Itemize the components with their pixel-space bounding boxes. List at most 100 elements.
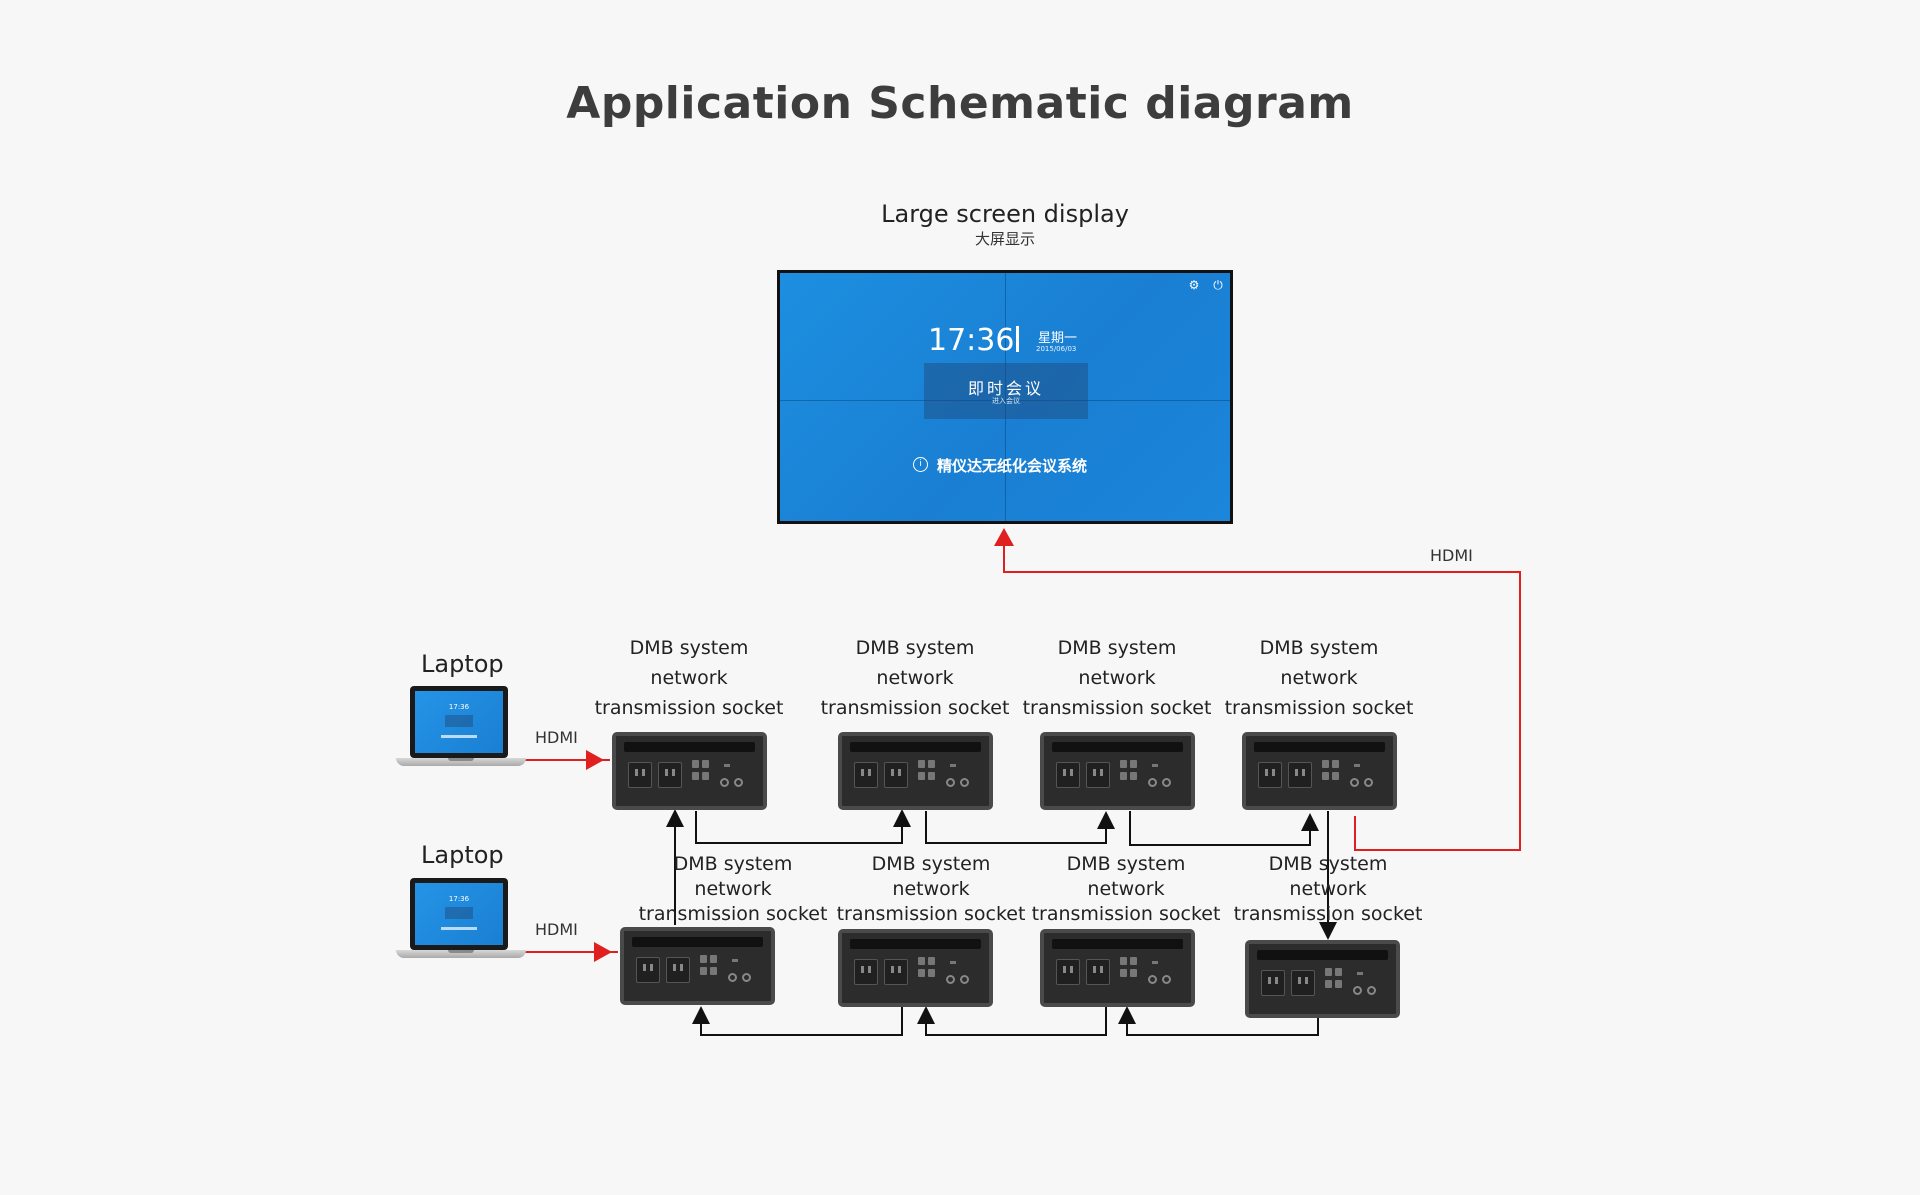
power-outlet bbox=[1086, 762, 1110, 788]
network-port bbox=[700, 967, 707, 975]
screen-time: 17:36 bbox=[928, 323, 1015, 358]
network-arrowhead bbox=[692, 1006, 710, 1024]
dmb-socket-top-2 bbox=[838, 732, 993, 810]
indicator-light bbox=[1357, 972, 1363, 975]
audio-jack bbox=[1162, 778, 1171, 787]
network-line bbox=[695, 811, 903, 844]
video-wall-seam bbox=[1005, 273, 1006, 521]
network-port bbox=[1332, 760, 1339, 768]
socket-slot bbox=[1052, 742, 1183, 752]
network-port bbox=[1120, 772, 1127, 780]
laptop-label: Laptop bbox=[421, 650, 504, 678]
network-port bbox=[918, 772, 925, 780]
network-port bbox=[1332, 772, 1339, 780]
network-port bbox=[918, 957, 925, 965]
power-outlet bbox=[884, 762, 908, 788]
network-line bbox=[1129, 811, 1311, 846]
screen-separator bbox=[1016, 326, 1019, 352]
network-line bbox=[925, 811, 1107, 844]
dmb-socket-top-3 bbox=[1040, 732, 1195, 810]
audio-jack bbox=[720, 778, 729, 787]
large-screen-display: ⚙ ⏻ 17:36 星期一 2015/06/03 即时会议 进入会议 i 精仪达… bbox=[777, 270, 1233, 524]
network-port bbox=[1120, 957, 1127, 965]
power-outlet bbox=[1258, 762, 1282, 788]
audio-jack bbox=[960, 975, 969, 984]
dmb-socket-bottom-2 bbox=[838, 929, 993, 1007]
network-line bbox=[925, 1005, 1107, 1036]
power-outlet bbox=[1056, 762, 1080, 788]
screen-date: 2015/06/03 bbox=[1036, 345, 1077, 353]
network-arrowhead bbox=[1319, 922, 1337, 940]
power-outlet bbox=[1288, 762, 1312, 788]
network-port bbox=[700, 955, 707, 963]
hdmi-label-display: HDMI bbox=[1430, 546, 1473, 565]
network-port bbox=[928, 969, 935, 977]
network-port bbox=[918, 969, 925, 977]
network-port bbox=[928, 957, 935, 965]
network-port bbox=[1335, 968, 1342, 976]
dmb-socket-top-1 bbox=[612, 732, 767, 810]
power-icon: ⏻ bbox=[1213, 278, 1223, 292]
audio-jack bbox=[734, 778, 743, 787]
dmb-socket-bottom-4 bbox=[1245, 940, 1400, 1018]
network-port bbox=[928, 772, 935, 780]
network-arrowhead bbox=[893, 809, 911, 827]
system-name-text: 精仪达无纸化会议系统 bbox=[937, 457, 1088, 475]
network-port bbox=[710, 967, 717, 975]
network-port bbox=[928, 760, 935, 768]
power-outlet bbox=[884, 959, 908, 985]
hdmi-arrowhead bbox=[594, 942, 612, 962]
power-outlet bbox=[1291, 970, 1315, 996]
network-port bbox=[1120, 760, 1127, 768]
network-line bbox=[700, 1005, 903, 1036]
display-label-en: Large screen display bbox=[881, 200, 1129, 228]
network-arrowhead bbox=[917, 1006, 935, 1024]
network-port bbox=[1322, 760, 1329, 768]
audio-jack bbox=[1148, 975, 1157, 984]
info-icon: i bbox=[913, 457, 928, 472]
network-port bbox=[1325, 980, 1332, 988]
dmb-socket-bottom-3 bbox=[1040, 929, 1195, 1007]
network-port bbox=[1130, 957, 1137, 965]
socket-slot bbox=[850, 939, 981, 949]
network-port bbox=[1325, 968, 1332, 976]
power-outlet bbox=[854, 762, 878, 788]
socket-slot bbox=[850, 742, 981, 752]
network-arrowhead bbox=[666, 809, 684, 827]
power-outlet bbox=[628, 762, 652, 788]
power-outlet bbox=[1261, 970, 1285, 996]
network-port bbox=[918, 760, 925, 768]
network-port bbox=[692, 760, 699, 768]
hdmi-line-display bbox=[1003, 542, 1521, 851]
socket-slot bbox=[1254, 742, 1385, 752]
network-port bbox=[692, 772, 699, 780]
power-outlet bbox=[666, 957, 690, 983]
network-arrowhead bbox=[1097, 811, 1115, 829]
hdmi-arrowhead bbox=[586, 750, 604, 770]
audio-jack bbox=[742, 973, 751, 982]
display-label-cn: 大屏显示 bbox=[974, 230, 1035, 248]
network-port bbox=[702, 760, 709, 768]
laptop-2: 17:36 bbox=[396, 878, 526, 968]
laptop-label: Laptop bbox=[421, 841, 504, 869]
hdmi-label-laptop: HDMI bbox=[535, 728, 578, 747]
network-port bbox=[1322, 772, 1329, 780]
socket-slot bbox=[632, 937, 763, 947]
audio-jack bbox=[946, 975, 955, 984]
audio-jack bbox=[1364, 778, 1373, 787]
network-port bbox=[1335, 980, 1342, 988]
audio-jack bbox=[1350, 778, 1359, 787]
laptop-screen-time: 17:36 bbox=[448, 895, 470, 903]
network-port bbox=[1130, 760, 1137, 768]
socket-slot bbox=[624, 742, 755, 752]
dmb-socket-bottom-1 bbox=[620, 927, 775, 1005]
audio-jack bbox=[946, 778, 955, 787]
network-port bbox=[1120, 969, 1127, 977]
